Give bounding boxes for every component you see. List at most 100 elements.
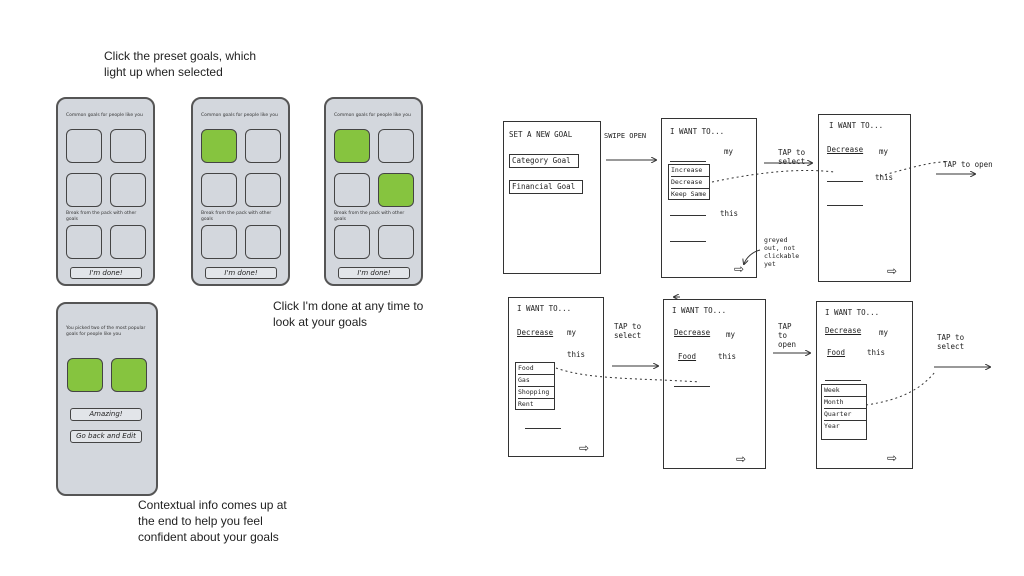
- tap-to-open-note: TAP to open: [943, 160, 993, 169]
- phone-header-other: Break from the pack with other goals: [334, 211, 405, 222]
- next-arrow-icon[interactable]: ⇨: [887, 264, 898, 278]
- goal-tile[interactable]: [245, 225, 281, 259]
- phone-header-common: Common goals for people like you: [334, 113, 411, 118]
- label-this: this: [720, 209, 739, 218]
- done-button[interactable]: I'm done!: [338, 267, 410, 279]
- category-dropdown[interactable]: Food Gas Shopping Rent: [515, 362, 555, 410]
- next-arrow-icon[interactable]: ⇨: [887, 451, 898, 465]
- label-my: my: [726, 330, 736, 339]
- dashed-connector: [711, 169, 835, 183]
- greyed-out-note: greyed out, not clickable yet: [764, 236, 800, 268]
- option-food[interactable]: Food: [518, 363, 554, 375]
- option-gas[interactable]: Gas: [518, 375, 554, 387]
- sketch-title: I WANT TO...: [825, 308, 880, 317]
- goal-tile[interactable]: [378, 129, 414, 163]
- sketch-title: I WANT TO...: [517, 304, 572, 313]
- blank-line: [827, 205, 863, 206]
- goal-tile-selected[interactable]: [201, 129, 237, 163]
- sketch-i-want-to-5: I WANT TO... Decrease my Food this Week …: [816, 301, 913, 469]
- blank-line: [670, 161, 706, 162]
- label-my: my: [724, 147, 734, 156]
- option-month[interactable]: Month: [824, 397, 866, 409]
- sketch-title: I WANT TO...: [672, 306, 727, 315]
- option-increase[interactable]: Increase: [671, 165, 709, 177]
- blank-line: [827, 181, 863, 182]
- goal-tile[interactable]: [110, 225, 146, 259]
- selected-food: Food: [827, 348, 846, 357]
- dashed-connector: [879, 161, 946, 177]
- option-decrease[interactable]: Decrease: [671, 177, 709, 189]
- tap-to-open-note: TAP to open: [778, 322, 797, 349]
- selected-decrease: Decrease: [674, 328, 711, 337]
- tap-to-select-note: TAP to select: [937, 333, 965, 351]
- financial-goal-option[interactable]: Financial Goal: [509, 180, 583, 194]
- goal-tile-selected[interactable]: [334, 129, 370, 163]
- next-arrow-icon[interactable]: ⇨: [734, 262, 745, 276]
- label-this: this: [718, 352, 737, 361]
- tap-to-select-note: TAP to select: [614, 322, 642, 340]
- amazing-button[interactable]: Amazing!: [70, 408, 142, 421]
- done-button[interactable]: I'm done!: [70, 267, 142, 279]
- phone-header-other: Break from the pack with other goals: [66, 211, 137, 222]
- dashed-connector: [865, 371, 936, 406]
- caption-done: Click I'm done at any time to look at yo…: [273, 299, 424, 329]
- goal-tile-selected[interactable]: [378, 173, 414, 207]
- goal-tile-selected: [67, 358, 103, 392]
- caption-contextual: Contextual info comes up at the end to h…: [138, 498, 287, 544]
- blank-line: [674, 386, 710, 387]
- goal-tile[interactable]: [110, 173, 146, 207]
- note-arrow: [744, 249, 761, 264]
- category-goal-option[interactable]: Category Goal: [509, 154, 579, 168]
- swipe-open-note: SWIPE OPEN: [604, 132, 647, 140]
- goal-tile[interactable]: [334, 225, 370, 259]
- label-my: my: [879, 328, 889, 337]
- selected-decrease: Decrease: [827, 145, 864, 154]
- sketch-i-want-to-4: I WANT TO... Decrease my Food this ⇨: [663, 299, 766, 469]
- label-this: this: [875, 173, 894, 182]
- tap-to-select-note: TAP to select: [778, 148, 806, 166]
- blank-line: [825, 380, 861, 381]
- goal-tile[interactable]: [66, 225, 102, 259]
- goal-tile[interactable]: [201, 173, 237, 207]
- next-arrow-icon[interactable]: ⇨: [579, 441, 590, 455]
- goal-tile[interactable]: [201, 225, 237, 259]
- phone-header-common: Common goals for people like you: [66, 113, 143, 118]
- period-dropdown[interactable]: Week Month Quarter Year: [821, 384, 867, 440]
- goal-tile[interactable]: [334, 173, 370, 207]
- sketch-title: I WANT TO...: [829, 121, 884, 130]
- goal-tile-selected: [111, 358, 147, 392]
- label-my: my: [567, 328, 577, 337]
- phone-header-other: Break from the pack with other goals: [201, 211, 272, 222]
- goal-tile[interactable]: [110, 129, 146, 163]
- label-this: this: [567, 350, 586, 359]
- option-quarter[interactable]: Quarter: [824, 409, 866, 421]
- phone-mockup-1: Common goals for people like you Break f…: [56, 97, 155, 286]
- goal-tile[interactable]: [245, 173, 281, 207]
- sketch-title: SET A NEW GOAL: [509, 130, 573, 139]
- label-my: my: [879, 147, 889, 156]
- next-arrow-icon[interactable]: ⇨: [736, 452, 747, 466]
- option-year[interactable]: Year: [824, 422, 840, 430]
- sketch-i-want-to-2: I WANT TO... Decrease my this ⇨: [818, 114, 911, 282]
- label-this: this: [867, 348, 886, 357]
- selected-decrease: Decrease: [517, 328, 554, 337]
- go-back-edit-button[interactable]: Go back and Edit: [70, 430, 142, 443]
- sketch-set-new-goal: SET A NEW GOAL Category Goal Financial G…: [503, 121, 601, 274]
- phone-header-common: Common goals for people like you: [201, 113, 278, 118]
- option-rent[interactable]: Rent: [518, 400, 534, 408]
- sketch-title: I WANT TO...: [670, 127, 725, 136]
- caption-preset-goals: Click the preset goals, which light up w…: [104, 49, 257, 79]
- blank-line: [670, 241, 706, 242]
- done-button[interactable]: I'm done!: [205, 267, 277, 279]
- phone-mockup-2: Common goals for people like you Break f…: [191, 97, 290, 286]
- option-week[interactable]: Week: [824, 385, 866, 397]
- goal-tile[interactable]: [66, 173, 102, 207]
- goal-tile[interactable]: [245, 129, 281, 163]
- option-keep-same[interactable]: Keep Same: [671, 190, 707, 198]
- option-shopping[interactable]: Shopping: [518, 387, 554, 399]
- goal-tile[interactable]: [378, 225, 414, 259]
- action-dropdown[interactable]: Increase Decrease Keep Same: [668, 164, 710, 200]
- goal-tile[interactable]: [66, 129, 102, 163]
- phone-mockup-3: Common goals for people like you Break f…: [324, 97, 423, 286]
